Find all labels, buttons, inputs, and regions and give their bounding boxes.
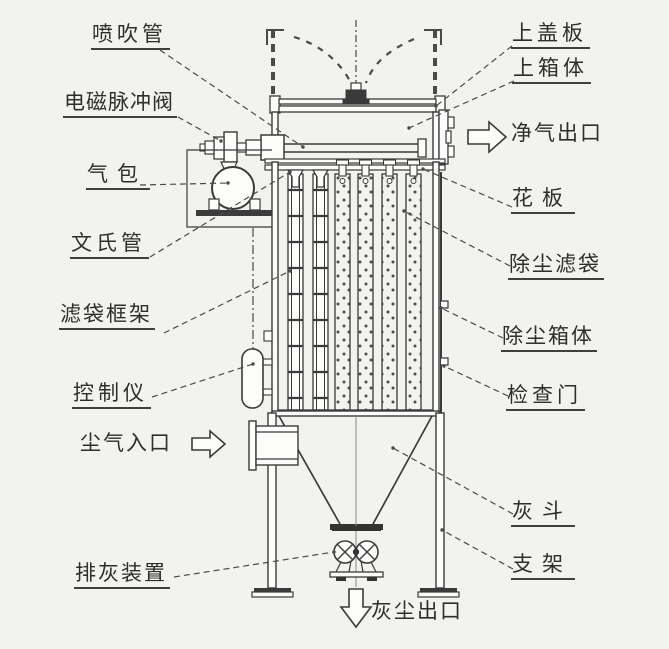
leader-dots: [219, 104, 446, 554]
clean-gas-outlet-port: [438, 109, 455, 165]
upper-box: [271, 111, 440, 163]
chamber-bottom: [271, 410, 440, 417]
filter-bags-fabric: [334, 173, 422, 411]
label-bag-cage: 滤袋框架: [59, 302, 155, 331]
controller-unit: [241, 348, 273, 409]
dust-outlet-arrow-icon: [339, 588, 373, 629]
label-spray-pipe: 喷吹管: [91, 22, 170, 51]
filter-bag-cage-2: [312, 173, 329, 411]
label-tube-sheet: 花板: [511, 186, 575, 215]
dust-inlet-duct: [248, 420, 299, 471]
label-filter-bag: 除尘滤袋: [508, 252, 604, 281]
label-dust-inlet: 尘气入口: [80, 431, 172, 455]
label-upper-box: 上箱体: [512, 56, 591, 85]
filter-bag-cage-1: [287, 173, 304, 411]
label-air-tank: 气包: [86, 162, 150, 191]
air-tank: [186, 149, 274, 228]
label-clean-outlet: 净气出口: [511, 121, 603, 145]
label-top-cover: 上盖板: [511, 21, 590, 50]
support-legs: [251, 412, 460, 598]
label-pulse-valve: 电磁脉冲阀: [63, 90, 177, 119]
label-dust-outlet: 灰尘出口: [371, 599, 463, 623]
label-inspection-door: 检查门: [506, 383, 585, 412]
inlet-arrow-icon: [191, 429, 227, 459]
label-support: 支架: [511, 552, 575, 581]
leader-lines: [139, 45, 515, 578]
ash-discharger-valve: [329, 526, 384, 581]
clean-gas-arrow-icon: [467, 120, 508, 154]
blow-pipe: [260, 134, 427, 161]
label-venturi: 文氏管: [70, 231, 149, 260]
venturi-tubes: [286, 159, 421, 188]
tube-sheet: [264, 158, 446, 171]
label-controller: 控制仪: [72, 381, 151, 410]
label-dust-chamber: 除尘箱体: [501, 324, 597, 353]
label-ash-discharger: 排灰装置: [74, 561, 170, 590]
top-cover-plate: [269, 82, 446, 114]
open-cover-dashed-outline: [266, 20, 442, 97]
label-ash-hopper: 灰斗: [511, 499, 575, 528]
pulse-valve: [199, 131, 262, 172]
